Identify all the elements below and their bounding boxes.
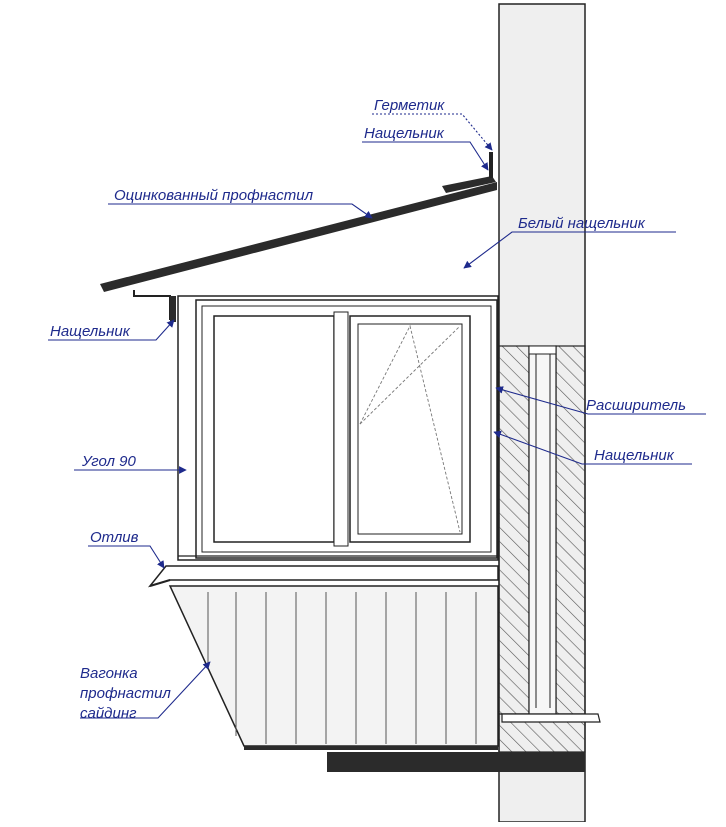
label-sealant: Герметик	[374, 97, 445, 114]
leader-white-trim	[463, 231, 676, 269]
leader-trim-left	[48, 319, 175, 341]
floor-slab	[327, 752, 585, 772]
roof-edge-trim	[133, 290, 171, 320]
label-galvanized-sheet: Оцинкованный профнастил	[114, 187, 314, 204]
leader-extender	[495, 386, 706, 415]
label-cladding-3: сайдинг	[80, 705, 137, 722]
white-trim-area	[178, 210, 497, 296]
cladding-panel	[168, 585, 499, 747]
drip-sill	[147, 565, 499, 588]
label-drip-sill: Отлив	[90, 529, 139, 546]
cladding-lines	[207, 592, 477, 744]
wall-sill	[501, 713, 601, 723]
leader-trim-right	[493, 430, 692, 465]
window-left-pane	[213, 315, 335, 543]
leader-sealant	[372, 113, 493, 151]
label-trim-right: Нащельник	[594, 447, 675, 464]
leader-cladding	[80, 661, 211, 719]
label-angle-90: Угол 90	[81, 453, 136, 470]
label-trim-top: Нащельник	[364, 125, 445, 142]
roof-sheet	[100, 182, 497, 292]
label-extender: Расширитель	[586, 397, 686, 414]
label-trim-left: Нащельник	[50, 323, 131, 340]
wall-hatch-left	[498, 345, 530, 715]
label-white-trim: Белый нащельник	[518, 215, 646, 232]
leader-drip-sill	[88, 545, 165, 569]
label-cladding-2: профнастил	[80, 685, 171, 702]
wall-hatch-right	[555, 345, 586, 715]
leader-galvanized-sheet	[108, 203, 373, 219]
leader-trim-top	[362, 141, 489, 171]
label-cladding-1: Вагонка	[80, 665, 138, 682]
roof-top-trim	[442, 176, 496, 193]
